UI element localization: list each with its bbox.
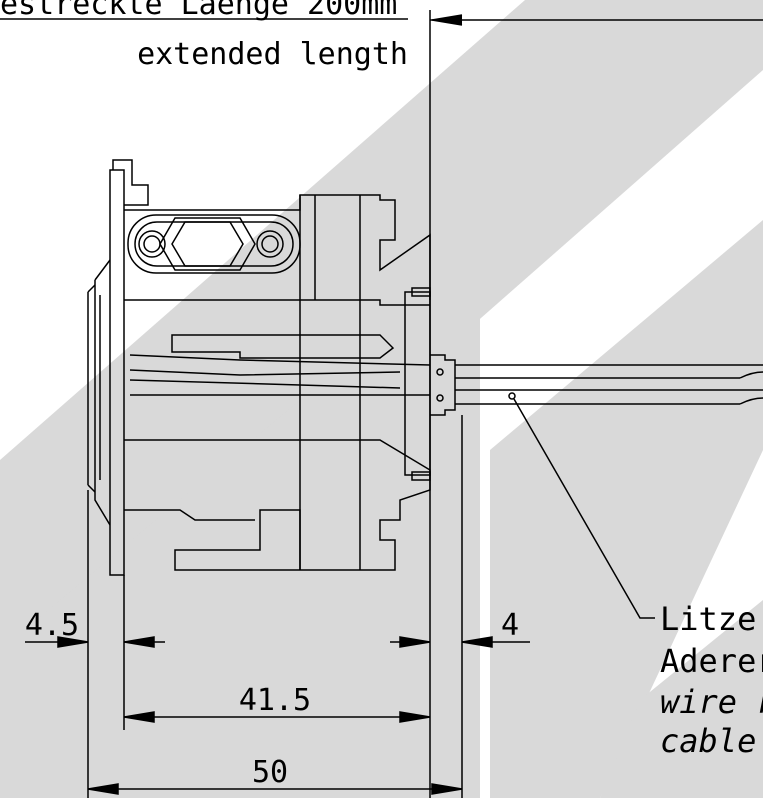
callout-line2: Aderer [660,642,763,680]
callout-leader [508,392,655,619]
dimension-total-length: 50 [252,755,288,790]
dimension-body-length: 41.5 [239,683,311,718]
callout-line1: Litze [660,600,756,638]
wires [455,364,763,405]
connector-body [87,159,456,576]
callout-line4: cable [660,722,756,760]
dimension-right-offset: 4 [501,608,519,643]
callout-line3: wire r [660,683,763,721]
dimension-4 [390,636,530,648]
subtitle: extended length [137,37,408,72]
dimension-4-5 [25,636,165,648]
dimension-41-5 [123,711,431,723]
dimension-extensions [87,415,463,798]
dimension-50 [87,783,463,795]
dimension-left-offset: 4.5 [25,608,79,643]
title-partial: estreckte Laenge 200mm [0,0,397,22]
